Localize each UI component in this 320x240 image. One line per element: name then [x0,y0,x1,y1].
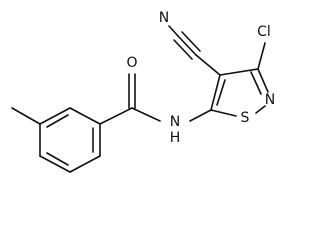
carbonyl-double-bond [128,73,136,109]
n-c5-bond [189,109,212,122]
chlorine-bond [257,42,266,70]
amide-n-label: N [170,114,180,130]
oxygen-label: O [126,55,137,71]
ring-n-label: N [265,92,275,108]
amide-h-label: H [170,130,181,146]
structure-canvas: O N H N S Cl N [11,10,275,173]
aryl-carbonyl-bond [99,107,133,125]
isothiazole-ring [210,68,269,117]
nitrile-n-label: N [159,10,169,26]
methyl-bond [11,107,41,125]
amide-bond [131,107,161,122]
molecule-diagram: O N H N S Cl N [11,10,275,173]
nitrile-group [168,25,221,76]
benzene-ring [39,107,101,173]
chlorine-label: Cl [257,24,271,40]
sulfur-label: S [241,110,250,126]
